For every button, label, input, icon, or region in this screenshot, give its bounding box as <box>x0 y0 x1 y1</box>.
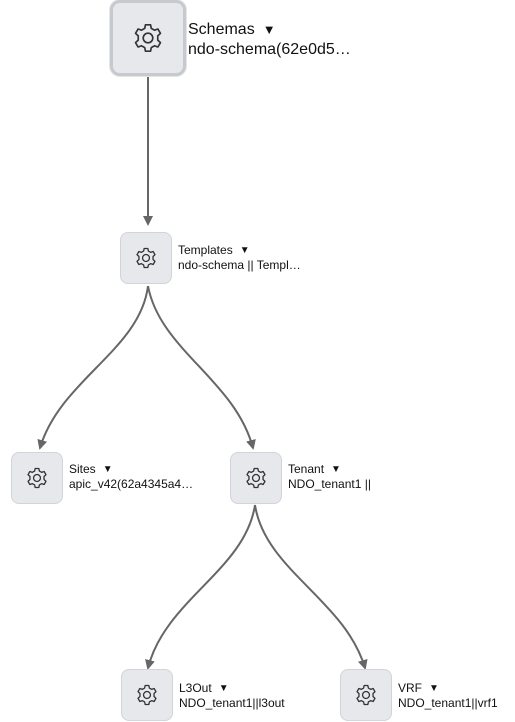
node-sites-box[interactable] <box>11 452 63 504</box>
node-l3out-subtitle: NDO_tenant1||l3out <box>179 696 285 710</box>
node-sites-subtitle: apic_v42(62a4345a4… <box>69 477 194 491</box>
caret-down-icon[interactable]: ▼ <box>239 245 250 256</box>
gear-icon <box>27 467 47 489</box>
caret-down-icon[interactable]: ▼ <box>262 22 276 37</box>
node-tenant-title-row[interactable]: Tenant ▼ <box>288 462 371 477</box>
gear-icon <box>136 247 156 269</box>
node-schemas-subtitle: ndo-schema(62e0d5… <box>188 41 351 58</box>
node-tenant-label: Tenant ▼ NDO_tenant1 || <box>288 462 371 492</box>
node-l3out-box[interactable] <box>121 669 173 721</box>
node-vrf-subtitle: NDO_tenant1||vrf1 <box>398 696 498 710</box>
node-sites-title: Sites <box>69 462 96 476</box>
gear-icon <box>137 684 157 706</box>
node-l3out-title: L3Out <box>179 681 212 695</box>
edge-templates-tenant <box>147 285 256 450</box>
node-templates-label: Templates ▼ ndo-schema || Templ… <box>178 243 301 273</box>
gear-icon <box>134 23 162 53</box>
node-templates-subtitle: ndo-schema || Templ… <box>178 258 301 272</box>
node-vrf-title: VRF <box>398 681 422 695</box>
node-tenant-subtitle: NDO_tenant1 || <box>288 477 371 491</box>
node-templates-title-row[interactable]: Templates ▼ <box>178 243 301 258</box>
node-l3out-label: L3Out ▼ NDO_tenant1||l3out <box>179 681 285 711</box>
node-schemas-title-row[interactable]: Schemas ▼ <box>188 20 351 40</box>
node-sites-label: Sites ▼ apic_v42(62a4345a4… <box>69 462 193 492</box>
node-vrf-title-row[interactable]: VRF ▼ <box>398 681 498 696</box>
node-tenant-box[interactable] <box>230 452 282 504</box>
gear-icon <box>246 467 266 489</box>
node-tenant-title: Tenant <box>288 462 325 476</box>
node-schemas-title: Schemas <box>188 21 255 38</box>
node-schemas-label: Schemas ▼ ndo-schema(62e0d5… <box>188 20 351 60</box>
node-schemas-box[interactable] <box>110 0 186 76</box>
caret-down-icon[interactable]: ▼ <box>331 464 341 475</box>
edge-tenant-l3out <box>145 504 256 670</box>
node-templates-box[interactable] <box>120 232 172 284</box>
node-l3out-title-row[interactable]: L3Out ▼ <box>179 681 285 696</box>
gear-icon <box>356 684 376 706</box>
node-templates-title: Templates <box>178 243 233 257</box>
edge-tenant-vrf <box>254 504 368 670</box>
edge-templates-sites <box>37 285 149 450</box>
caret-down-icon[interactable]: ▼ <box>429 683 439 694</box>
node-vrf-label: VRF ▼ NDO_tenant1||vrf1 <box>398 681 498 711</box>
caret-down-icon[interactable]: ▼ <box>218 683 229 694</box>
node-sites-title-row[interactable]: Sites ▼ <box>69 462 193 477</box>
caret-down-icon[interactable]: ▼ <box>102 464 113 475</box>
node-vrf-box[interactable] <box>340 669 392 721</box>
